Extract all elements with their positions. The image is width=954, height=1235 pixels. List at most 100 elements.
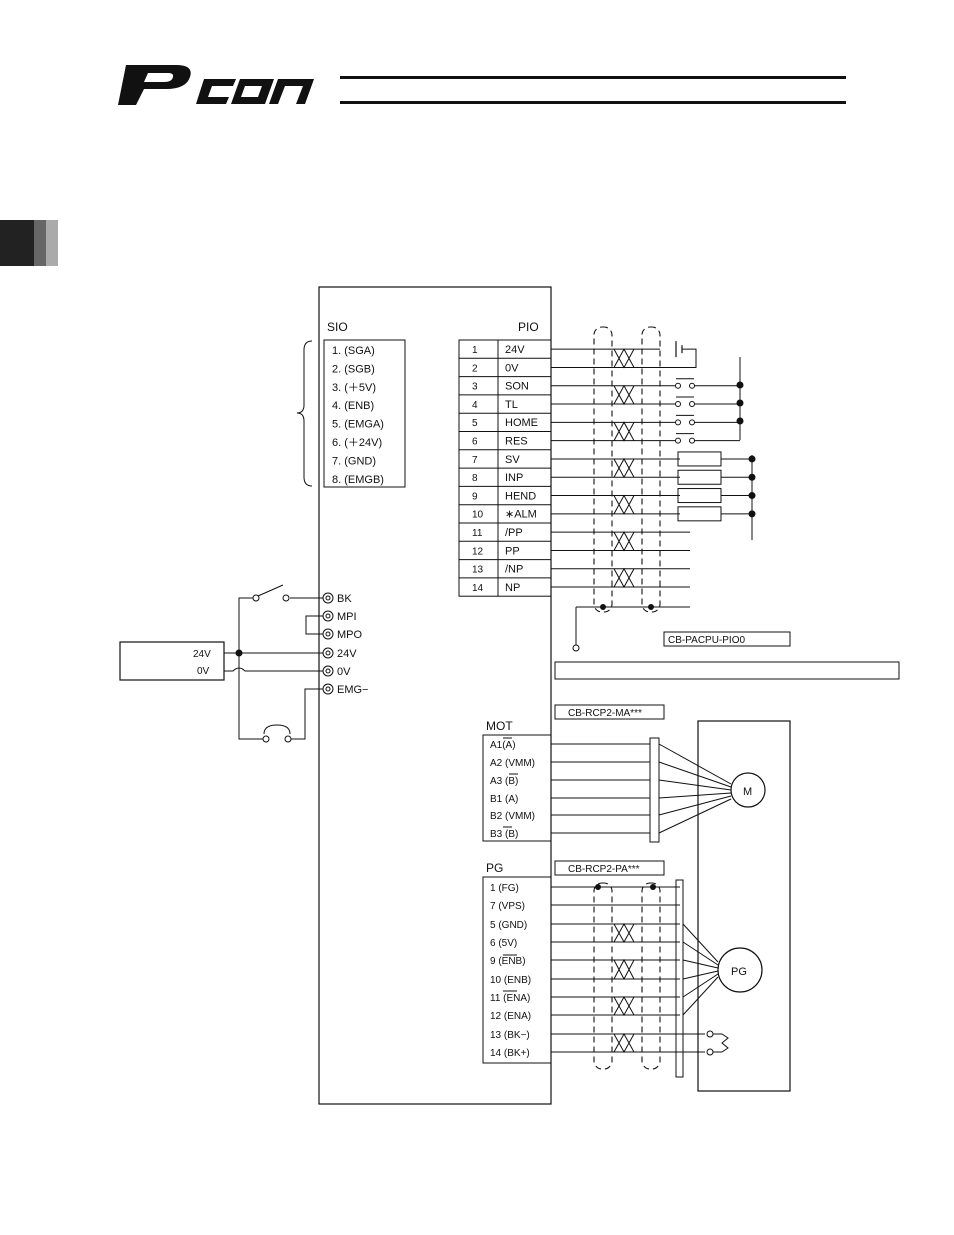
- pio-signal-name: ∗ALM: [505, 509, 537, 521]
- pio-signal-name: 0V: [505, 362, 519, 374]
- pio-twisted-pair: [613, 457, 635, 479]
- pio-signal-name: SV: [505, 454, 520, 466]
- shield-junction: [650, 884, 656, 890]
- pg-pin-label: 11 (ENA): [490, 993, 530, 1004]
- terminal-screw-center: [325, 631, 331, 637]
- motor-label: M: [743, 786, 752, 798]
- pio-title: PIO: [518, 320, 539, 334]
- logo-con-glyphs: [196, 79, 314, 104]
- terminal-screw-center: [325, 613, 331, 619]
- emg-switch-contact: [284, 735, 292, 743]
- encoder-lead: [682, 959, 719, 969]
- pio-pin-number: 12: [472, 546, 484, 557]
- encoder-twisted-pair: [613, 958, 635, 981]
- brake-terminal: [706, 1048, 714, 1056]
- switch-contact: [675, 401, 681, 408]
- terminal-screw-center: [325, 686, 331, 692]
- brake-coil: [713, 1033, 729, 1053]
- sio-pin-label: 3. (＋5V): [332, 382, 376, 394]
- emg-wire: [291, 688, 323, 740]
- pio-signal-name: HEND: [505, 490, 536, 502]
- motor-cable-clamp: [649, 737, 660, 843]
- motor-lead: [658, 795, 732, 816]
- pg-pin-label: 12 (ENA): [490, 1011, 531, 1022]
- motor-lead: [658, 792, 732, 799]
- sio-pin-label: 8. (EMGB): [332, 474, 384, 486]
- terminal-label: EMG−: [337, 684, 368, 696]
- pio-signal-name: 24V: [505, 344, 525, 356]
- brake-terminal: [706, 1030, 714, 1038]
- pg-pin-label: 13 (BK−): [490, 1030, 530, 1041]
- encoder-twisted-pair: [613, 922, 635, 944]
- pio-shield-2: [641, 326, 661, 613]
- encoder-lead: [682, 970, 719, 980]
- sio-brace: [296, 340, 313, 487]
- output-load: [677, 469, 722, 485]
- section-tab-marker: [0, 220, 58, 266]
- pio-twisted-pair: [613, 384, 635, 406]
- pio-pin-number: 9: [472, 491, 478, 502]
- pcon-logo: [118, 65, 314, 105]
- pg-pin-label: 6 (5V): [490, 938, 517, 949]
- encoder-symbol: [717, 947, 763, 993]
- pio-twisted-pair: [613, 421, 635, 442]
- mpi-mpo-jumper: [305, 615, 323, 635]
- pio-pin-number: 4: [472, 400, 478, 411]
- pg-pin-label: 14 (BK+): [490, 1048, 530, 1059]
- terminal-screw: [322, 610, 334, 622]
- pio-signal-name: TL: [505, 399, 518, 411]
- terminal-screw-center: [325, 668, 331, 674]
- logo-p-glyph: [118, 65, 191, 105]
- switch-contact: [689, 437, 695, 444]
- pg-title: PG: [486, 861, 503, 875]
- pio-signal-name: NP: [505, 582, 520, 594]
- switch-contact: [675, 382, 681, 389]
- sio-pin-label: 6. (＋24V): [332, 437, 382, 449]
- controller-body: [318, 286, 552, 1105]
- mot-title: MOT: [486, 719, 513, 733]
- battery-return-wire: [660, 348, 697, 368]
- output-load: [677, 488, 722, 504]
- encoder-lead: [682, 973, 719, 998]
- terminal-screw: [322, 647, 334, 659]
- encoder-lead: [682, 976, 719, 1016]
- pio-signal-name: RES: [505, 436, 528, 448]
- switch-contact: [689, 419, 695, 426]
- pio-shield-1: [593, 326, 613, 613]
- mot-pin-label: B1 (A): [490, 794, 518, 805]
- pio-cable-label: CB-PACPU-PIO0: [668, 635, 745, 646]
- pio-twisted-pair: [613, 567, 635, 589]
- terminal-screw-center: [325, 595, 331, 601]
- motor-lead: [658, 779, 732, 791]
- terminal-screw: [322, 683, 334, 695]
- motor-lead: [658, 743, 732, 785]
- pg-pin-label: 7 (VPS): [490, 901, 525, 912]
- supply-junction: [235, 649, 243, 657]
- sio-pin-label: 7. (GND): [332, 455, 376, 467]
- mot-pin-label: B2 (VMM): [490, 811, 535, 822]
- terminal-label: MPI: [337, 611, 357, 623]
- output-load: [677, 506, 722, 522]
- pg-pin-label: 10 (ENB): [490, 975, 531, 986]
- sio-pin-label: 4. (ENB): [332, 400, 374, 412]
- header-rule-lines: [340, 76, 846, 104]
- terminal-label: BK: [337, 593, 352, 605]
- pg-pin-label: 1 (FG): [490, 883, 519, 894]
- terminal-screw-center: [325, 650, 331, 656]
- emg-switch-contact: [262, 735, 270, 743]
- switch-contact: [689, 382, 695, 389]
- brake-switch-lever: [257, 584, 284, 597]
- pio-signal-name: SON: [505, 381, 529, 393]
- pio-pin-number: 1: [472, 345, 478, 356]
- bus-junction: [736, 381, 744, 389]
- encoder-lead: [682, 923, 719, 963]
- encoder-label: PG: [731, 966, 747, 978]
- pg-pin-label: 9 (ENB): [490, 956, 526, 967]
- encoder-lead: [682, 941, 719, 966]
- sio-pin-label: 5. (EMGA): [332, 419, 384, 431]
- pio-cable-bar: [554, 661, 900, 680]
- pio-pin-number: 5: [472, 418, 478, 429]
- pio-pin-number: 7: [472, 455, 478, 466]
- sio-pin-label: 1. (SGA): [332, 345, 375, 357]
